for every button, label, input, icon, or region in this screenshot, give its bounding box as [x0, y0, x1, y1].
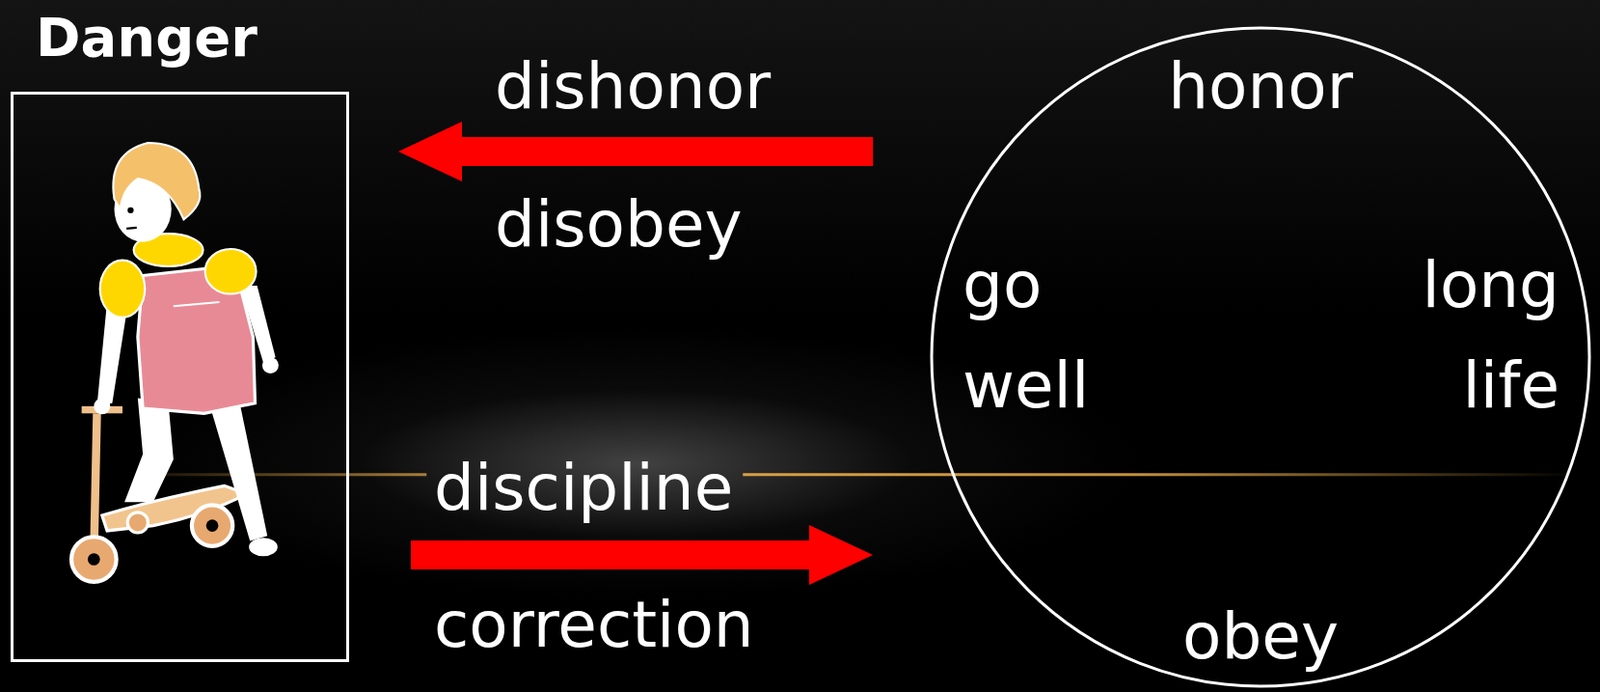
red-arrow — [398, 121, 873, 182]
overalls-strap — [173, 301, 220, 306]
scooter-wheel — [71, 536, 117, 582]
circle-text: go well — [962, 235, 1117, 436]
circle-text: long life — [1405, 235, 1560, 436]
wheel-hub — [87, 552, 101, 566]
child-leg — [124, 397, 174, 502]
child-sleeve — [205, 248, 257, 295]
child-sleeve — [100, 260, 146, 318]
child-hair — [112, 142, 200, 219]
child-hand — [93, 397, 110, 414]
child-eye — [127, 207, 134, 214]
circle-text: honor — [929, 50, 1592, 124]
child-arm — [240, 285, 276, 362]
box-heading: Danger — [35, 5, 258, 70]
circle-border — [931, 27, 1590, 686]
child-hand — [262, 356, 279, 374]
arrow-note: correction — [433, 588, 755, 662]
child-illustration — [71, 142, 279, 582]
glow-line — [742, 472, 1572, 476]
red-arrow — [410, 524, 873, 585]
scooter-wheel — [127, 512, 148, 533]
wheel-hub — [206, 518, 219, 532]
glow-line — [153, 472, 428, 476]
danger-box: Danger — [10, 91, 350, 662]
child-mouth — [126, 227, 137, 229]
scooter-wheel — [191, 504, 233, 545]
outcome-circle: honor go well long life obey — [929, 26, 1592, 688]
child-shoe — [248, 537, 278, 556]
edge-label: dishonor — [494, 50, 771, 124]
child-leg — [209, 403, 268, 542]
arrow-note: disobey — [494, 188, 743, 262]
edge-label: discipline — [433, 451, 733, 525]
circle-text: obey — [929, 599, 1592, 674]
scooter-pole — [93, 412, 97, 556]
